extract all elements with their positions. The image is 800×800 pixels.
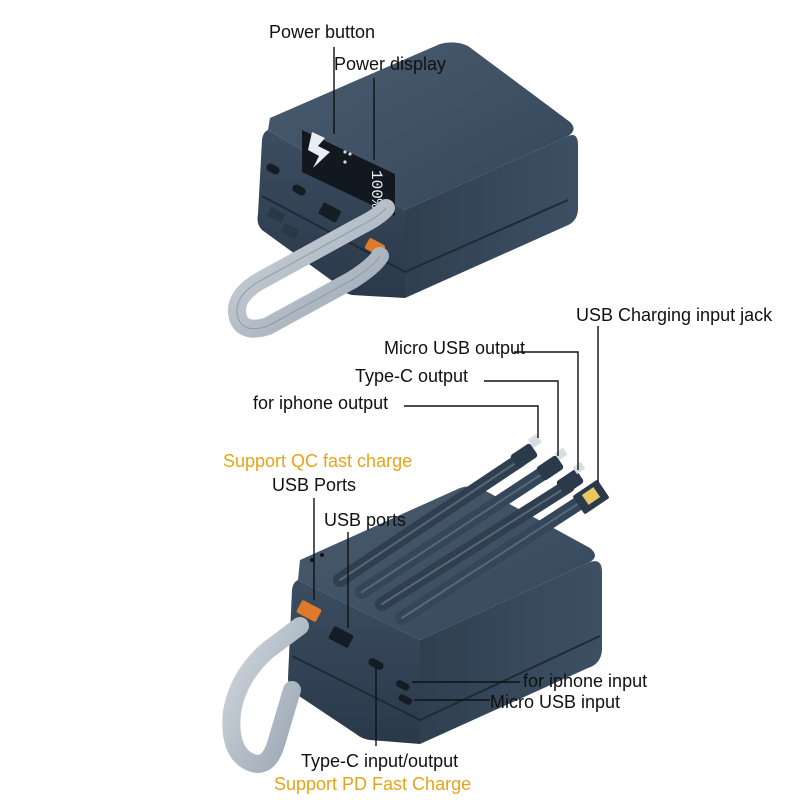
qc-fast-charge-label: Support QC fast charge [223,451,413,471]
type-c-output-label: Type-C output [355,366,469,386]
micro-usb-output-connector [556,469,584,495]
built-in-cables [333,453,597,625]
usb-charging-input-jack-label: USB Charging input jack [576,305,773,325]
top-leader-lines [333,47,375,160]
type-c-output-connector [536,455,564,481]
bottom-power-bank [222,434,609,773]
top-device-usb-a [318,202,341,223]
top-device-seam [261,195,569,274]
bottom-usb-port [328,626,354,648]
power-display-label: Power display [334,54,447,74]
top-device-port-c2 [292,184,306,196]
for-iphone-output-label: for iphone output [253,393,389,413]
usb-ports-lower-label: USB ports [324,510,407,530]
usb-ports-upper-label: USB Ports [272,475,357,495]
top-device-port-c1 [266,163,280,175]
lightning-bolt-icon[interactable] [308,132,330,168]
bottom-micro-usb-input-port [398,694,413,705]
top-power-bank: 100% [228,42,578,338]
micro-usb-input-label: Micro USB input [490,692,621,712]
micro-usb-output-label: Micro USB output [384,338,526,358]
top-device-right-side [405,135,578,298]
bottom-qc-usb-port [296,600,322,622]
power-button-label: Power button [269,22,376,42]
for-iphone-input-label: for iphone input [523,671,648,691]
bottom-device-strap [222,617,309,773]
pd-fast-charge-label: Support PD Fast Charge [274,774,472,794]
cable-connectors [510,434,609,514]
bottom-leader-lines [313,326,599,746]
bottom-type-c-port [368,658,384,670]
bottom-iphone-input-port [395,680,410,691]
iphone-output-connector [510,443,538,469]
power-display-readout: 100% [367,170,385,209]
type-c-input-output-label: Type-C input/output [301,751,459,771]
